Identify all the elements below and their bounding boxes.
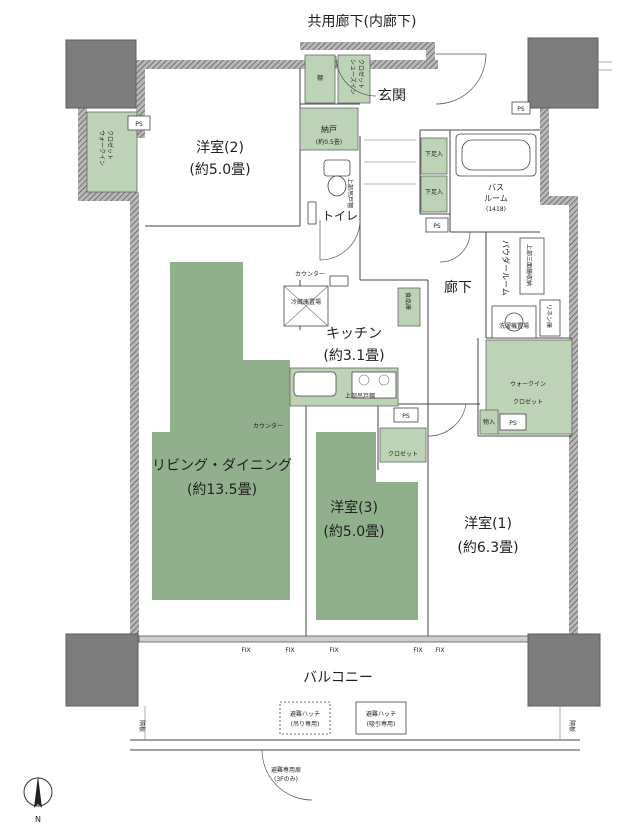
room-powder: パウダールーム — [501, 240, 511, 296]
shoes-in-line2: クロゼット — [357, 59, 365, 89]
ps-label-5: PS — [517, 106, 525, 113]
geta-box-2 — [420, 175, 448, 213]
room-kitchen-name: キッチン — [326, 326, 382, 342]
ps-label-4: PS — [509, 420, 517, 427]
shoes-in-line1: シューズイン — [349, 59, 357, 95]
nando-label: 納戸 — [321, 124, 337, 134]
store-in — [479, 409, 499, 435]
room-living-size: (約13.5畳) — [187, 482, 257, 498]
living-floor — [152, 262, 290, 600]
walk-in-right-line1: ウォークイン — [510, 380, 546, 388]
room-western1-size: (約6.3畳) — [457, 540, 518, 556]
counter-left-label: カウンター — [253, 422, 283, 430]
room-western2-size: (約5.0畳) — [189, 162, 250, 178]
shoe-shelf — [304, 54, 336, 104]
room-entrance: 玄関 — [378, 87, 406, 104]
doors — [319, 53, 487, 437]
room-western3-size: (約5.0畳) — [323, 524, 384, 540]
ps-label-3: PS — [402, 413, 410, 420]
bath-line1: バス — [488, 183, 504, 192]
room-hallway: 廊下 — [444, 279, 472, 296]
room-western3-name: 洋室(3) — [330, 499, 378, 516]
closet3-label: クロゼット — [388, 450, 418, 458]
counter-top-label: カウンター — [295, 270, 325, 278]
nando — [299, 107, 359, 151]
room-balcony: バルコニー — [303, 670, 373, 686]
room-western2-name: 洋室(2) — [196, 139, 244, 156]
geta2-label: 下足入 — [425, 189, 443, 196]
hatch-up-sub: (吊り専用) — [291, 720, 320, 728]
walk-in-left-line2: クロゼット — [106, 130, 114, 160]
emergency-exit-label: 避難専用扉 — [271, 766, 301, 774]
ps-label-1: PS — [135, 121, 143, 128]
hatch-up-label: 避難ハッチ — [290, 710, 320, 718]
washer-label: 洗濯機置場 — [499, 322, 529, 330]
corridor-title: 共用廊下(内廊下) — [308, 13, 417, 30]
north-arrow-icon — [23, 776, 53, 808]
north-label: N — [35, 815, 41, 824]
store-in-label: 物入 — [483, 418, 495, 426]
linen-label: リネン庫 — [545, 304, 553, 328]
western3-floor — [316, 432, 418, 620]
emergency-exit-sub: (3Fのみ) — [274, 776, 298, 783]
room-kitchen-size: (約3.1畳) — [323, 348, 384, 364]
storage-boxes — [86, 54, 573, 463]
room-toilet: トイレ — [322, 209, 358, 223]
fix-label-2: FIX — [285, 647, 294, 654]
upper-shelf-label: 上部三面鏡収納 — [525, 244, 533, 286]
exterior-walls — [78, 42, 578, 643]
room-living-name: リビング・ダイニング — [152, 458, 292, 474]
partition-left: 隔板 — [138, 720, 146, 732]
floor-areas — [152, 262, 418, 620]
upper-cabinet-toilet: 上部吊戸棚 — [346, 178, 354, 208]
fix-label-5: FIX — [435, 647, 444, 654]
room-western1-name: 洋室(1) — [464, 515, 512, 532]
bath-line2: ルーム — [484, 194, 508, 203]
fixtures — [127, 101, 561, 431]
fix-label-3: FIX — [329, 647, 338, 654]
nando-size: (約0.5畳) — [316, 138, 342, 146]
pillars — [65, 37, 612, 707]
geta1-label: 下足入 — [425, 151, 443, 158]
walk-in-left-line1: ウォークイン — [98, 130, 106, 166]
bath-line3: (1418) — [486, 206, 506, 213]
fridge-label: 冷蔵庫置場 — [291, 298, 321, 306]
ps-label-2: PS — [433, 223, 441, 230]
hatch-down-sub: (吸引専用) — [367, 720, 396, 728]
closet3 — [379, 427, 427, 463]
partition-right: 隔板 — [568, 720, 576, 732]
walk-in-right-line2: クロゼット — [513, 398, 543, 406]
balcony — [130, 701, 580, 801]
shoe-shelf-label: 棚 — [317, 74, 323, 82]
hatch-down-label: 避難ハッチ — [366, 710, 396, 718]
pantry-label: 食品庫 — [404, 292, 412, 310]
geta-box-1 — [420, 137, 448, 175]
fix-label-1: FIX — [241, 647, 250, 654]
upper-cabinet-kitchen: 上部吊戸棚 — [345, 392, 375, 400]
pantry — [397, 287, 421, 327]
fix-label-4: FIX — [413, 647, 422, 654]
